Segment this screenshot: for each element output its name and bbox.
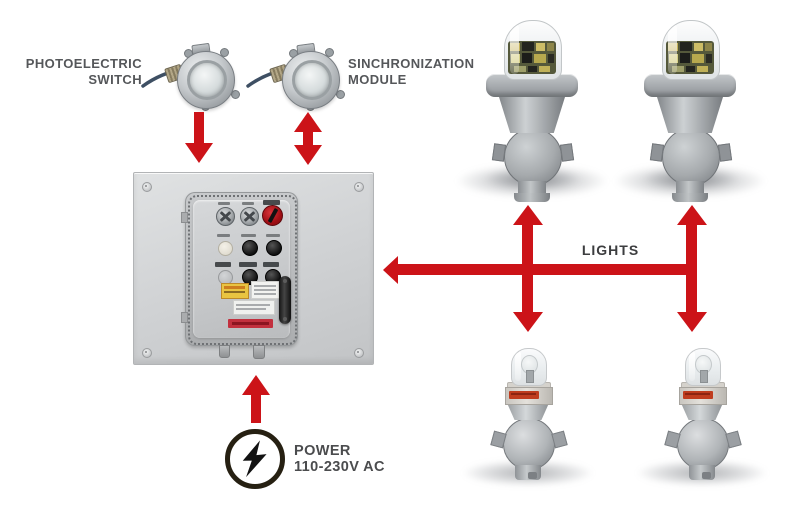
obstruction-light-bottom-right [632, 348, 772, 493]
beacon-dome [662, 20, 720, 80]
beacon-led-board [508, 41, 556, 74]
light-red-band [683, 391, 713, 399]
mounting-lug [325, 48, 334, 57]
plate-screw [142, 182, 152, 192]
control-text [218, 202, 230, 205]
light-globe [685, 348, 721, 386]
plate-screw [354, 182, 364, 192]
beacon-side-tab [559, 143, 575, 162]
beacon-cone [657, 97, 723, 133]
led-beacon-top-left [457, 16, 607, 206]
sync-module-label-line1: SINCHRONIZATION [348, 56, 475, 71]
control-text [241, 234, 256, 237]
spec-label [251, 281, 280, 299]
beacon-base [518, 181, 546, 194]
control-text [263, 200, 280, 205]
light-red-band [509, 391, 539, 399]
light-bulb-stem [700, 370, 708, 383]
light-cone [507, 403, 549, 420]
beacon-junction-box [504, 128, 562, 186]
cable-gland [219, 345, 230, 358]
beacon-junction-box [662, 128, 720, 186]
beacon-base [676, 181, 704, 194]
enclosure-hinge [181, 312, 188, 323]
sensor-lens [292, 60, 332, 100]
power-bolt-icon [242, 440, 267, 478]
control-text [263, 262, 279, 267]
door-handle [279, 276, 291, 324]
panel-button-black [266, 240, 282, 256]
enclosure-hinge [181, 212, 188, 223]
light-gland [528, 472, 537, 479]
lights-label: LIGHTS [581, 242, 640, 258]
light-clamp [725, 430, 742, 449]
panel-indicator-white [218, 241, 233, 256]
sync-module-label: SINCHRONIZATION MODULE [348, 56, 488, 88]
beacon-led-board [666, 41, 714, 74]
mounting-lug [220, 48, 229, 57]
warning-label-yellow [221, 283, 249, 299]
power-label: POWER 110-230V AC [294, 443, 424, 475]
sensor-lens [187, 60, 227, 100]
light-bulb-stem [526, 370, 534, 383]
panel-button-black [242, 240, 258, 256]
light-junction-box [677, 418, 729, 470]
beacon-foot [672, 193, 708, 202]
plate-screw [354, 348, 364, 358]
sync-module-label-line2: MODULE [348, 72, 407, 87]
power-label-title: POWER [294, 443, 351, 459]
photoelectric-switch-figure [140, 42, 250, 112]
beacon-collar [644, 74, 736, 97]
sync-module-figure [245, 42, 355, 112]
obstruction-light-bottom-left [458, 348, 598, 493]
control-text [239, 262, 257, 267]
power-label-voltage: 110-230V AC [294, 459, 385, 475]
beacon-cone [499, 97, 565, 133]
panel-knob [216, 207, 235, 226]
control-text [266, 234, 280, 237]
led-beacon-top-right [615, 16, 765, 206]
danger-label-red [228, 319, 273, 328]
cable-gland [253, 345, 265, 359]
light-globe [511, 348, 547, 386]
plate-screw [142, 348, 152, 358]
control-text [215, 262, 231, 267]
beacon-collar [486, 74, 578, 97]
photoelectric-switch-label-line2: SWITCH [88, 72, 142, 87]
photoelectric-switch-label-line1: PHOTOELECTRIC [25, 56, 142, 71]
control-text [242, 202, 254, 205]
light-junction-box [503, 418, 555, 470]
beacon-side-tab [717, 143, 733, 162]
light-cone [681, 403, 723, 420]
beacon-side-tab [491, 143, 507, 162]
beacon-foot [514, 193, 550, 202]
control-text [217, 234, 230, 237]
enclosure-bolt-ring [188, 195, 297, 345]
mounting-lug [336, 90, 345, 99]
mounting-lug [231, 90, 240, 99]
power-icon [225, 429, 285, 489]
light-clamp [551, 430, 568, 449]
nameplate-label [233, 300, 275, 315]
panel-knob [240, 207, 259, 226]
beacon-dome [504, 20, 562, 80]
photoelectric-switch-label: PHOTOELECTRIC SWITCH [14, 56, 142, 88]
light-gland [702, 472, 711, 479]
panel-selector-red [262, 205, 283, 226]
beacon-side-tab [649, 143, 665, 162]
